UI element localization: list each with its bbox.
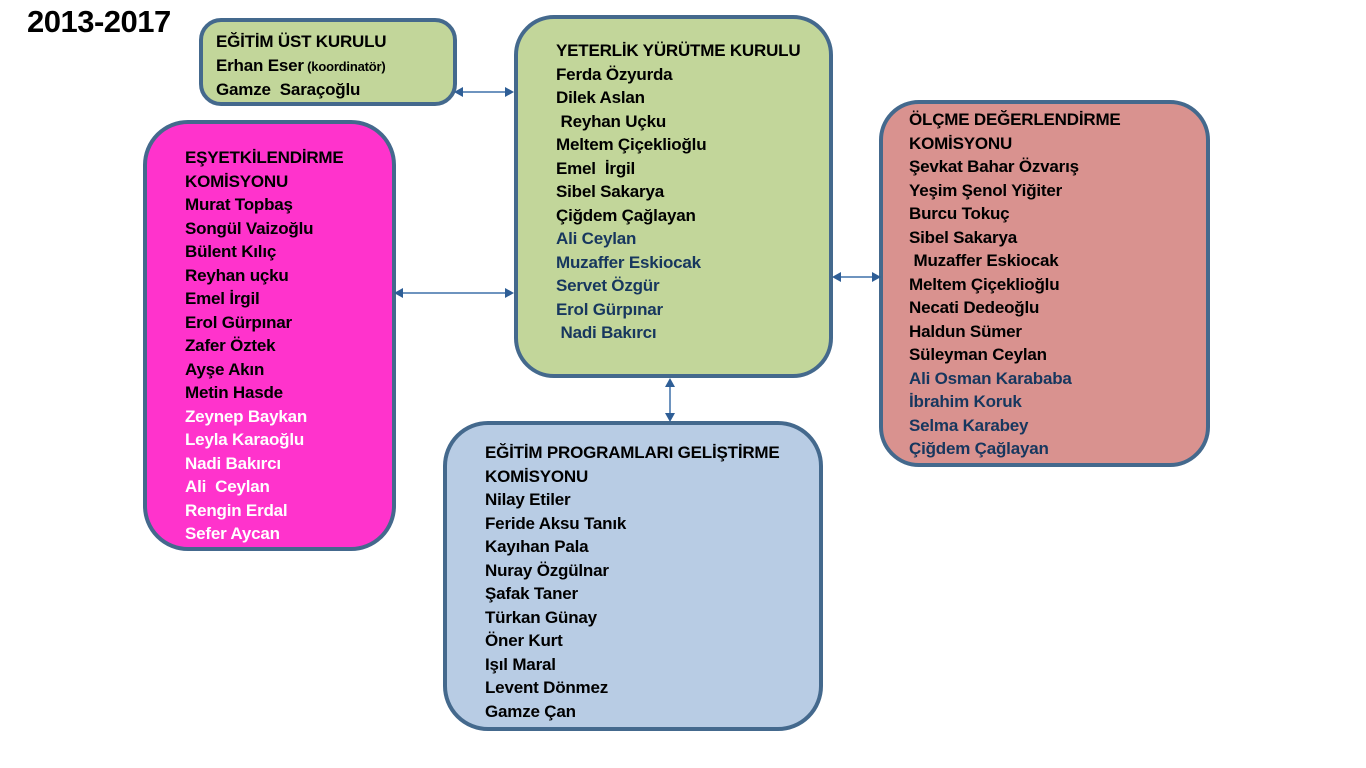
member-name: Nadi Bakırcı (185, 453, 281, 473)
member-name: Nilay Etiler (485, 490, 571, 509)
member-name: Öner Kurt (485, 631, 563, 650)
member-name: Meltem Çiçeklioğlu (556, 135, 707, 154)
box-title: EŞYETKİLENDİRME KOMİSYONU (185, 148, 344, 191)
box-egitim-programlari-gelistirme-komisyonu: EĞİTİM PROGRAMLARI GELİŞTİRME KOMİSYONU … (443, 421, 823, 731)
box-olcme-degerlendirme-komisyonu: ÖLÇME DEĞERLENDİRME KOMİSYONU Şevkat Bah… (879, 100, 1210, 467)
member-name: Şevkat Bahar Özvarış (909, 157, 1079, 176)
member-name: Zafer Öztek (185, 336, 276, 355)
member-name: Şafak Taner (485, 584, 578, 603)
member-role: (koordinatör) (303, 58, 386, 74)
member-name: Ayşe Akın (185, 359, 265, 379)
box-title: EĞİTİM ÜST KURULU (216, 32, 387, 51)
member-name: Zeynep Baykan (185, 406, 308, 426)
member-name: Levent Dönmez (485, 678, 609, 697)
box-egitim-ust-kurulu: EĞİTİM ÜST KURULU Erhan Eser (koordinatö… (199, 18, 457, 106)
member-name: Ali Ceylan (185, 477, 270, 496)
member-name: Servet Özgür (556, 276, 660, 295)
member-name: Erhan Eser (koordinatör) (216, 55, 386, 75)
member-name: Muzaffer Eskiocak (909, 251, 1059, 270)
member-name: Gamze Saraçoğlu (216, 80, 361, 99)
member-name: Yeşim Şenol Yiğiter (909, 180, 1063, 200)
member-name: Emel İrgil (556, 158, 636, 178)
member-name: Dilek Aslan (556, 88, 645, 107)
member-name: Leyla Karaoğlu (185, 430, 305, 449)
member-name: Nuray Özgülnar (485, 560, 609, 580)
member-name: Bülent Kılıç (185, 242, 277, 261)
member-name: Meltem Çiçeklioğlu (909, 274, 1060, 294)
member-name: Nadi Bakırcı (556, 323, 657, 342)
double-arrow-ust-to-yeterlik (454, 87, 514, 97)
member-name: Haldun Sümer (909, 321, 1022, 341)
member-name: Çiğdem Çağlayan (909, 439, 1049, 458)
member-name: Erol Gürpınar (556, 299, 663, 319)
member-name: Kayıhan Pala (485, 537, 589, 556)
member-name: Murat Topbaş (185, 195, 293, 214)
member-name: Sibel Sakarya (556, 182, 664, 201)
page-title: 2013-2017 (27, 4, 171, 39)
member-name: Sefer Aycan (185, 524, 280, 543)
member-name: Muzaffer Eskiocak (556, 252, 701, 272)
member-name: İbrahim Koruk (909, 392, 1022, 411)
member-list: Erhan Eser (koordinatör) Gamze Saraçoğlu (216, 54, 445, 102)
member-name: Türkan Günay (485, 607, 597, 627)
member-name: Burcu Tokuç (909, 204, 1010, 223)
box-title: ÖLÇME DEĞERLENDİRME KOMİSYONU (909, 110, 1121, 153)
box-title: EĞİTİM PROGRAMLARI GELİŞTİRME KOMİSYONU (485, 443, 780, 486)
member-name: Ali Osman Karababa (909, 368, 1072, 388)
member-name: Gamze Çan (485, 701, 576, 721)
member-name: Feride Aksu Tanık (485, 513, 627, 533)
member-name: Süleyman Ceylan (909, 345, 1047, 364)
double-arrow-yeterlik-to-olcme (832, 272, 881, 282)
member-name: Işıl Maral (485, 654, 556, 674)
member-name: Emel İrgil (185, 289, 260, 308)
member-name: Ali Ceylan (556, 229, 637, 248)
member-name: Selma Karabey (909, 415, 1029, 435)
member-name: Sibel Sakarya (909, 227, 1017, 247)
member-name: Çiğdem Çağlayan (556, 205, 696, 225)
member-name: Reyhan uçku (185, 265, 289, 285)
member-name: Metin Hasde (185, 383, 283, 402)
member-name: Ferda Özyurda (556, 64, 673, 84)
member-name: Rengin Erdal (185, 500, 288, 520)
double-arrow-yeterlik-to-egitim-programlari (665, 378, 675, 422)
member-name: Necati Dedeoğlu (909, 298, 1040, 317)
double-arrow-esyetkilendirme-to-yeterlik (394, 288, 514, 298)
member-name: Songül Vaizoğlu (185, 218, 314, 238)
box-title: YETERLİK YÜRÜTME KURULU (556, 41, 801, 60)
member-name: Reyhan Uçku (556, 111, 667, 131)
member-name: Erol Gürpınar (185, 312, 292, 332)
